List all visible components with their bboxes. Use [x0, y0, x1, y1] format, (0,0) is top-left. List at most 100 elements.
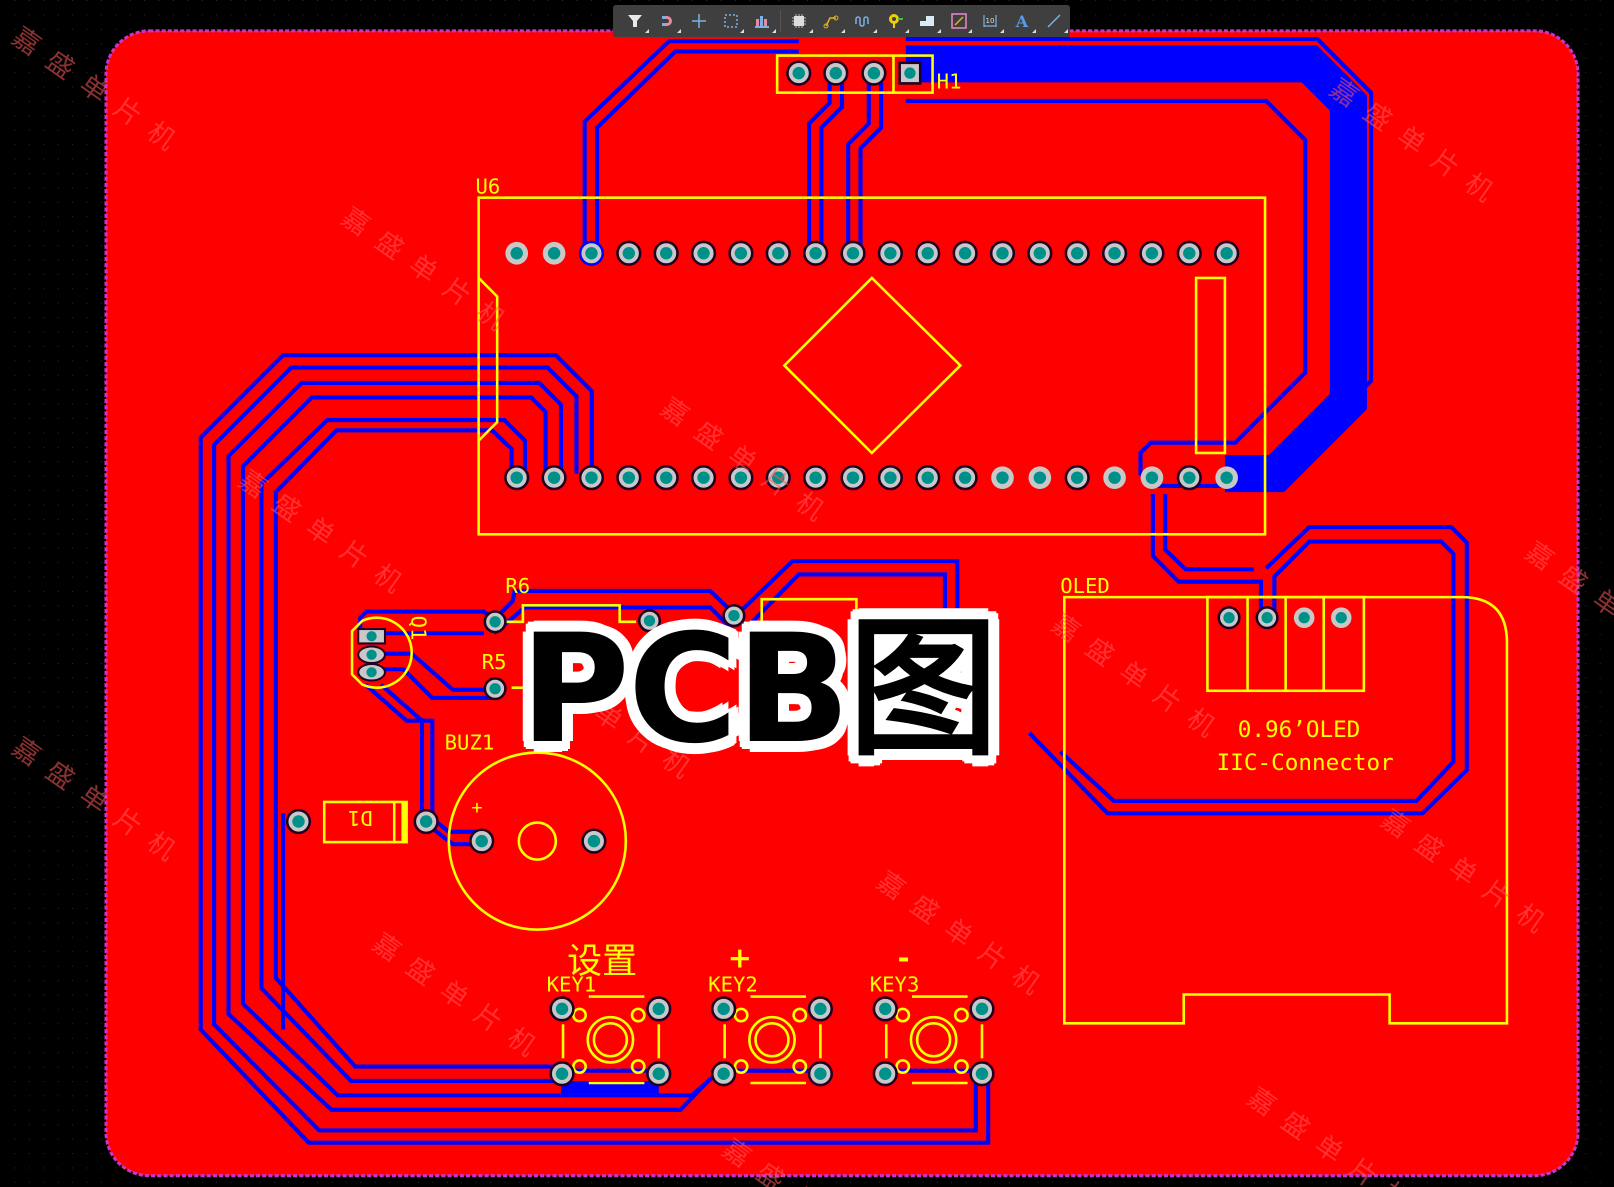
pad-hole	[1183, 247, 1196, 260]
silkscreen-text: H1 U6 R6 R5 Q1 BUZ1 + D1 OLED 0.96’OLED …	[348, 70, 1394, 997]
pad-hole	[904, 67, 916, 79]
align-icon	[755, 16, 770, 28]
pad-hole	[846, 471, 860, 484]
origin-button[interactable]	[683, 7, 715, 35]
pad-hole	[622, 247, 636, 260]
pad-hole	[958, 471, 972, 484]
dimension-icon: 10	[983, 15, 997, 27]
u6-label: U6	[476, 175, 501, 199]
oled-footprint[interactable]	[1063, 595, 1509, 1025]
u6-footprint[interactable]	[477, 196, 1267, 536]
d1-footprint[interactable]	[322, 800, 408, 844]
pad-hole	[1108, 471, 1121, 484]
pad-hole	[884, 471, 897, 484]
place-line-button[interactable]	[1038, 7, 1070, 35]
through-hole-pads[interactable]	[285, 60, 1352, 1087]
pad-hole	[734, 471, 748, 484]
buz1-label: BUZ1	[445, 730, 495, 754]
key-footprints[interactable]	[561, 995, 984, 1085]
pad-hole	[547, 247, 561, 260]
polygon-pour-button[interactable]	[911, 7, 943, 35]
pad-hole	[734, 247, 748, 260]
q1-footprint[interactable]	[350, 616, 413, 689]
pad-hole	[643, 615, 656, 627]
route-icon	[823, 15, 839, 29]
traces-bottom[interactable]	[198, 37, 1469, 1145]
length-tuning-button[interactable]	[847, 7, 879, 35]
pad-hole	[1070, 247, 1084, 260]
overlay-title: PCB图	[520, 604, 1030, 776]
pad-hole	[489, 616, 501, 628]
pad-hole	[585, 247, 598, 260]
pad-hole	[1220, 247, 1233, 260]
pad-hole	[1223, 612, 1235, 624]
key2-footprint	[723, 995, 822, 1085]
overlay-title-text: PCB图	[520, 603, 998, 777]
pad-hole	[717, 1067, 730, 1080]
place-via-button[interactable]	[879, 7, 911, 35]
filter-icon	[627, 15, 642, 27]
pad-hole	[921, 471, 934, 484]
key2-function-label: +	[728, 941, 752, 975]
interactive-routing-button[interactable]	[815, 7, 847, 35]
buz1-plus-label: +	[471, 797, 482, 818]
filter-button[interactable]	[619, 7, 651, 35]
pad-hole	[697, 471, 710, 484]
pad-hole	[587, 834, 601, 848]
pad-hole	[652, 1067, 666, 1080]
pad-hole	[1335, 612, 1347, 624]
pad-hole	[921, 247, 934, 260]
keepout-icon	[950, 13, 967, 29]
place-component-button[interactable]	[783, 7, 815, 35]
key1-label: KEY1	[547, 972, 597, 996]
pad-hole	[585, 471, 598, 484]
pad-hole	[1183, 471, 1196, 484]
pad-hole	[652, 1002, 666, 1016]
pad-hole	[419, 815, 433, 828]
pad-hole	[879, 1067, 892, 1080]
resistor-footprints[interactable]	[504, 597, 858, 689]
d1-label: D1	[348, 806, 373, 830]
pad-hole	[996, 247, 1009, 260]
pad-hole	[1145, 471, 1159, 484]
pad-hole	[792, 66, 805, 80]
pad-hole	[292, 815, 305, 828]
pad-hole	[846, 247, 860, 260]
select-rect-button[interactable]	[715, 7, 747, 35]
pad-hole	[809, 471, 822, 484]
pad-hole	[975, 1002, 989, 1016]
pad-hole	[1261, 612, 1273, 624]
pad-hole	[555, 1067, 569, 1080]
align-button[interactable]	[746, 7, 778, 35]
key3-label: KEY3	[870, 972, 920, 996]
pad-hole	[772, 247, 785, 260]
crosshair-icon	[691, 14, 706, 28]
pad-hole	[510, 247, 523, 260]
key3-function-label: -	[898, 941, 910, 975]
pad-hole	[1145, 247, 1159, 260]
pad-hole	[510, 471, 523, 484]
keepout-button[interactable]	[943, 7, 975, 35]
pad-hole	[814, 1002, 827, 1016]
pad-hole	[958, 247, 972, 260]
pad-hole	[1033, 247, 1047, 260]
pad-hole	[555, 1002, 569, 1016]
pad-hole	[1220, 471, 1233, 484]
buz1-footprint[interactable]	[447, 751, 628, 931]
pad-hole	[1298, 612, 1310, 624]
pad-hole	[975, 1067, 989, 1080]
oled-size-label: 0.96’OLED	[1238, 717, 1361, 743]
snap-button[interactable]	[651, 7, 683, 35]
pad-hole	[489, 683, 501, 695]
r5-label: R5	[482, 650, 507, 674]
key3-footprint	[884, 995, 984, 1085]
via-icon	[888, 14, 903, 28]
dimension-button[interactable]: 10	[974, 7, 1006, 35]
pad-hole	[1108, 247, 1121, 260]
h1-footprint[interactable]	[775, 54, 934, 94]
key2-label: KEY2	[708, 972, 758, 996]
pad-hole	[475, 834, 488, 848]
place-string-button[interactable]: A	[1006, 7, 1038, 35]
pad-hole	[1070, 471, 1084, 484]
